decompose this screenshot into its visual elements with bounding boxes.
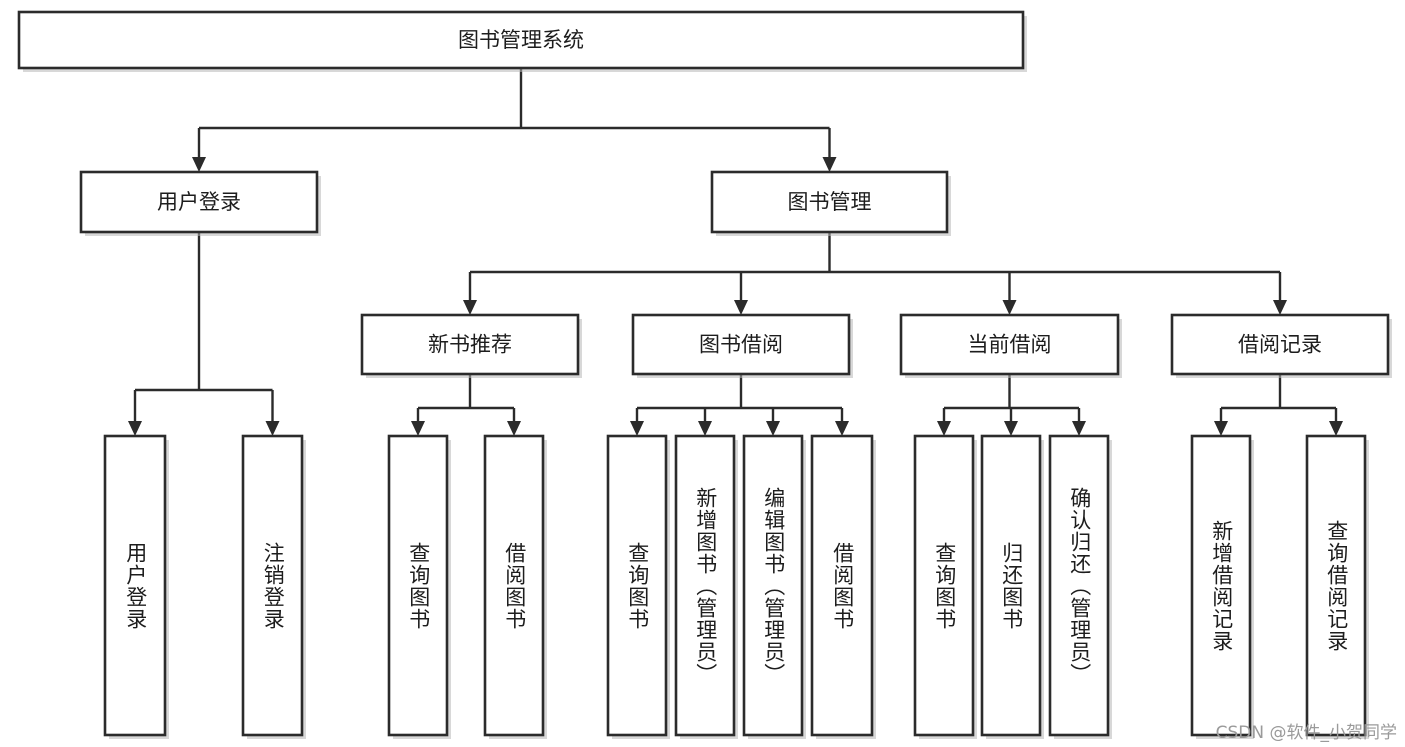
node-box-leaf-query-record[interactable] — [1305, 434, 1367, 737]
arrow-head-icon — [1072, 421, 1086, 436]
node-box-leaf-query-book-1[interactable] — [387, 434, 449, 737]
arrow-head-icon — [128, 421, 142, 436]
node-box-new-book-rec[interactable] — [360, 313, 580, 376]
arrow-head-icon — [937, 421, 951, 436]
node-box-leaf-borrow-book-2[interactable] — [810, 434, 874, 737]
connector-layer — [128, 68, 1343, 436]
node-label-user-login: 用户登录 — [157, 190, 241, 214]
node-label-book-manage: 图书管理 — [788, 190, 872, 214]
connector-group-root — [192, 68, 837, 172]
node-box-leaf-add-book[interactable] — [674, 434, 736, 737]
arrow-head-icon — [265, 421, 280, 436]
arrow-head-icon — [1004, 421, 1018, 436]
arrow-head-icon — [1329, 421, 1343, 436]
node-box-leaf-confirm-return[interactable] — [1048, 434, 1110, 737]
node-label-current-borrow: 当前借阅 — [968, 333, 1052, 357]
node-box-book-borrow[interactable] — [631, 313, 851, 376]
arrow-head-icon — [1273, 300, 1287, 315]
node-box-borrow-record[interactable] — [1170, 313, 1390, 376]
node-box-leaf-user-logout[interactable] — [241, 434, 304, 737]
watermark-text: CSDN @软件_小贺同学 — [1215, 723, 1397, 743]
arrow-head-icon — [192, 157, 206, 172]
node-box-leaf-query-book-2[interactable] — [606, 434, 668, 737]
arrow-head-icon — [630, 421, 644, 436]
connector-group-current-borrow — [937, 374, 1086, 436]
connector-group-book-manage — [463, 232, 1287, 315]
node-box-leaf-borrow-book-1[interactable] — [483, 434, 545, 737]
node-box-leaf-user-login[interactable] — [103, 434, 167, 737]
node-box-root[interactable] — [17, 10, 1025, 70]
arrow-head-icon — [734, 300, 748, 315]
node-label-borrow-record: 借阅记录 — [1238, 333, 1322, 357]
node-box-leaf-return-book[interactable] — [980, 434, 1042, 737]
arrow-head-icon — [411, 421, 425, 436]
arrow-head-icon — [698, 421, 712, 436]
node-box-leaf-add-record[interactable] — [1190, 434, 1252, 737]
arrow-head-icon — [835, 421, 849, 436]
node-box-leaf-edit-book[interactable] — [742, 434, 804, 737]
arrow-head-icon — [1002, 300, 1017, 315]
arrow-head-icon — [766, 421, 780, 436]
node-label-new-book-rec: 新书推荐 — [428, 333, 512, 357]
arrow-head-icon — [463, 300, 477, 315]
arrow-head-icon — [507, 421, 521, 436]
node-box-leaf-query-book-3[interactable] — [913, 434, 975, 737]
node-box-layer — [17, 10, 1392, 739]
arrow-head-icon — [1214, 421, 1228, 436]
connector-group-book-borrow — [630, 374, 849, 436]
connector-group-borrow-record — [1214, 374, 1343, 436]
node-label-book-borrow: 图书借阅 — [699, 333, 783, 357]
connector-group-new-book-rec — [411, 374, 521, 436]
connector-group-user-login — [128, 232, 280, 436]
node-box-book-manage[interactable] — [710, 170, 949, 234]
arrow-head-icon — [822, 157, 837, 172]
node-label-root: 图书管理系统 — [458, 28, 584, 52]
node-box-user-login[interactable] — [79, 170, 319, 234]
node-box-current-borrow[interactable] — [899, 313, 1120, 376]
